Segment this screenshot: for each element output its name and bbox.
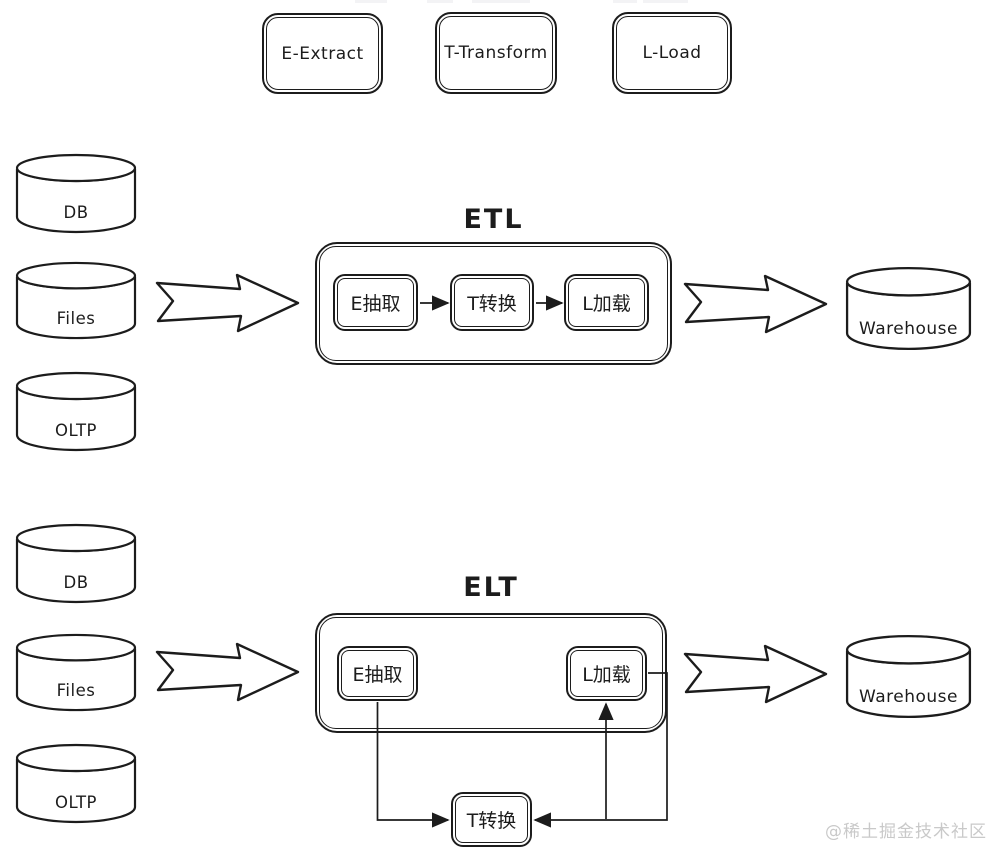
etl-source-oltp-cylinder: OLTP bbox=[15, 371, 137, 453]
database-cylinder-icon bbox=[15, 153, 137, 234]
etl-source-db-cylinder: DB bbox=[15, 153, 137, 235]
etl-source-files-cylinder: Files bbox=[15, 261, 137, 341]
etl-warehouse-cylinder: Warehouse bbox=[845, 266, 972, 352]
elt-source-oltp-cylinder: OLTP bbox=[15, 743, 137, 825]
database-cylinder-icon bbox=[845, 634, 972, 719]
etl-step-transform-label: T转换 bbox=[467, 293, 517, 315]
etl-source-oltp-label: OLTP bbox=[55, 421, 97, 440]
legend-box-load: L-Load bbox=[612, 12, 732, 94]
elt-extract-box: E抽取 bbox=[337, 646, 418, 701]
elt-load-label: L加载 bbox=[582, 664, 631, 686]
elt-source-files-cylinder: Files bbox=[15, 633, 137, 713]
etl-warehouse-label: Warehouse bbox=[859, 319, 958, 339]
legend-label-extract: E-Extract bbox=[281, 43, 364, 64]
top-crop-artifacts bbox=[355, 0, 688, 3]
etl-step-extract-label: E抽取 bbox=[350, 293, 401, 315]
elt-warehouse-cylinder: Warehouse bbox=[845, 634, 972, 720]
etl-source-db-label: DB bbox=[63, 203, 89, 222]
elt-extract-label: E抽取 bbox=[352, 664, 403, 686]
database-cylinder-icon bbox=[15, 523, 137, 604]
etl-source-files-label: Files bbox=[56, 309, 96, 328]
etl-input-arrow-icon bbox=[154, 272, 300, 334]
elt-input-arrow-icon bbox=[154, 641, 300, 703]
elt-source-oltp-label: OLTP bbox=[55, 793, 97, 812]
database-cylinder-icon bbox=[15, 261, 137, 340]
elt-output-arrow-icon bbox=[682, 643, 828, 705]
elt-transform-label: T转换 bbox=[466, 810, 517, 832]
etl-title: ETL bbox=[463, 204, 524, 235]
etl-step-load-label: L加载 bbox=[582, 293, 631, 315]
legend-box-extract: E-Extract bbox=[262, 13, 383, 94]
elt-source-files-label: Files bbox=[56, 681, 96, 700]
etl-step-extract-box: E抽取 bbox=[333, 274, 418, 331]
database-cylinder-icon bbox=[845, 266, 972, 351]
legend-box-transform: T-Transform bbox=[435, 12, 557, 94]
elt-warehouse-label: Warehouse bbox=[859, 687, 958, 707]
elt-source-db-cylinder: DB bbox=[15, 523, 137, 605]
elt-title: ELT bbox=[463, 572, 519, 603]
database-cylinder-icon bbox=[15, 743, 137, 824]
watermark: @稀土掘金技术社区 bbox=[825, 822, 987, 842]
elt-load-box: L加载 bbox=[566, 646, 647, 701]
elt-source-db-label: DB bbox=[63, 573, 89, 592]
legend-label-load: L-Load bbox=[642, 43, 702, 63]
etl-step-transform-box: T转换 bbox=[450, 274, 534, 331]
database-cylinder-icon bbox=[15, 633, 137, 712]
legend-label-transform: T-Transform bbox=[444, 43, 548, 63]
elt-transform-box: T转换 bbox=[451, 792, 532, 847]
database-cylinder-icon bbox=[15, 371, 137, 452]
etl-step-load-box: L加载 bbox=[564, 274, 649, 331]
etl-output-arrow-icon bbox=[682, 273, 828, 335]
